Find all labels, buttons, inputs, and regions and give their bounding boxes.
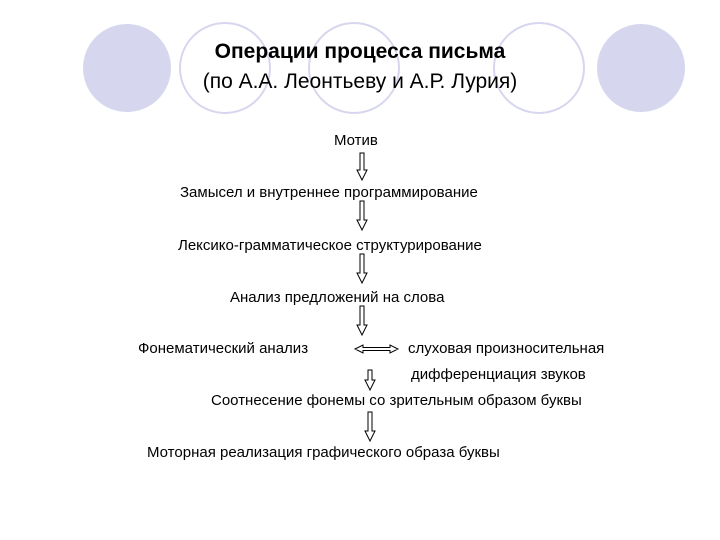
slide-subtitle: (по А.А. Леонтьеву и А.Р. Лурия) <box>202 70 518 93</box>
slide-title: Операции процесса письма <box>214 40 506 63</box>
arrow-down-2 <box>356 200 368 232</box>
arrow-bidirectional <box>353 344 400 354</box>
node-auditory-2: дифференциация звуков <box>411 366 586 383</box>
arrow-down-1 <box>356 152 368 182</box>
decor-ring-2 <box>308 22 400 114</box>
arrow-down-6 <box>364 411 376 443</box>
node-motive: Мотив <box>334 132 378 149</box>
decor-circle-2 <box>597 24 685 112</box>
node-intent: Замысел и внутреннее программирование <box>180 184 478 201</box>
decor-ring-3 <box>493 22 585 114</box>
node-lexico: Лексико-грамматическое структурирование <box>178 237 482 254</box>
arrow-down-5 <box>364 369 376 392</box>
node-correlation: Соотнесение фонемы со зрительным образом… <box>211 392 582 409</box>
arrow-down-4 <box>356 305 368 337</box>
node-phonematic: Фонематический анализ <box>138 340 309 357</box>
arrow-down-3 <box>356 253 368 285</box>
node-auditory-1: слуховая произносительная <box>408 340 605 357</box>
node-analysis: Анализ предложений на слова <box>230 289 445 306</box>
decor-ring-1 <box>179 22 271 114</box>
decor-circle-1 <box>83 24 171 112</box>
node-motor: Моторная реализация графического образа … <box>147 444 500 461</box>
